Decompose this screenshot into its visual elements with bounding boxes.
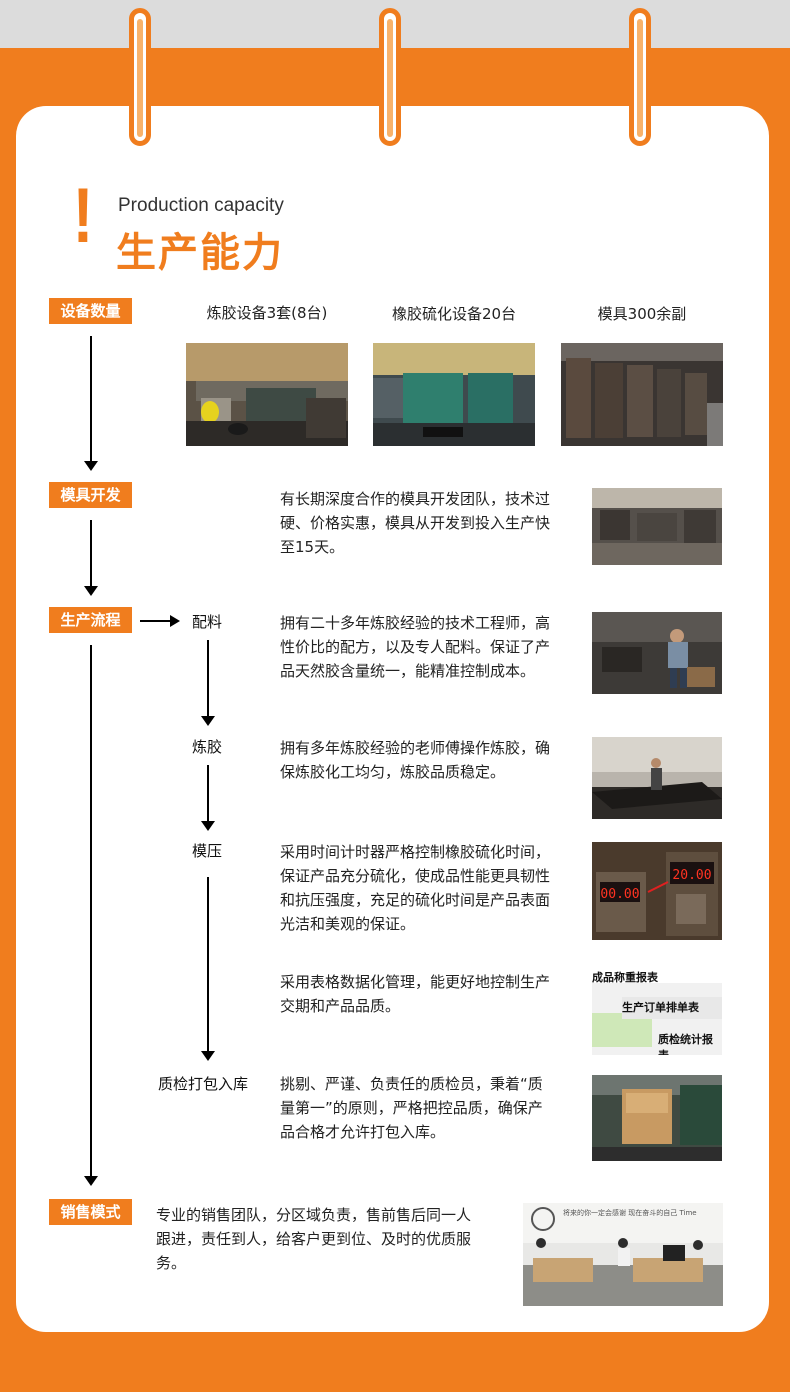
mold-description: 有长期深度合作的模具开发团队，技术过硬、价格实惠，模具从开发到投入生产快至15天…	[280, 490, 551, 556]
step-molding: 模压	[192, 842, 223, 860]
flow-line	[207, 640, 209, 716]
arrow-down-icon	[84, 461, 98, 471]
photo-packing-warehouse	[592, 1075, 722, 1161]
photo-vulcanizing-equipment	[373, 343, 535, 446]
step-batching: 配料	[192, 613, 223, 631]
photo-rubber-mixing	[592, 737, 722, 819]
flow-line	[90, 520, 92, 586]
timer-right-readout: 20.00	[672, 868, 711, 883]
tag-production-process: 生产流程	[49, 607, 132, 633]
sales-description: 专业的销售团队，分区域负责，售前售后同一人跟进，责任到人，给客户更到位、及时的优…	[156, 1206, 472, 1272]
arrow-right-icon	[170, 615, 180, 627]
tag-equipment: 设备数量	[49, 298, 132, 324]
step-mixing: 炼胶	[192, 738, 223, 756]
binder-ring	[629, 8, 651, 146]
office-wall-text: 将来的你一定会感谢 现在奋斗的自己 Time	[563, 1208, 697, 1217]
flow-line	[90, 336, 92, 461]
step-description: 拥有二十多年炼胶经验的技术工程师，高性价比的配方，以及专人配料。保证了产品天然胶…	[280, 614, 551, 680]
photo-molds	[561, 343, 723, 446]
photo-vulcanization-timer: 00.00 20.00	[592, 842, 722, 940]
photo-spreadsheet-reports: 成品称重报表 生产订单排单表 质检统计报表	[592, 967, 722, 1055]
equipment-label: 模具300余副	[597, 305, 687, 323]
tag-sales-model: 销售模式	[49, 1199, 132, 1225]
step-inspection-packing: 质检打包入库	[158, 1075, 249, 1093]
arrow-down-icon	[201, 1051, 215, 1061]
step-description: 拥有多年炼胶经验的老师傅操作炼胶，确保炼胶化工均匀，炼胶品质稳定。	[280, 739, 551, 781]
photo-engineer-batching	[592, 612, 722, 694]
arrow-down-icon	[84, 1176, 98, 1186]
flow-line	[207, 765, 209, 821]
flow-line	[90, 645, 92, 1176]
photo-sales-office: 将来的你一定会感谢 现在奋斗的自己 Time	[523, 1203, 723, 1306]
step-description: 采用时间计时器严格控制橡胶硫化时间，保证产品充分硫化，使成品性能更具韧性和抗压强…	[280, 843, 551, 933]
subtitle-english: Production capacity	[118, 195, 284, 216]
binder-ring	[129, 8, 151, 146]
arrow-down-icon	[84, 586, 98, 596]
sheet-title: 成品称重报表	[592, 971, 658, 984]
arrow-down-icon	[201, 821, 215, 831]
sheet-title: 质检统计报表	[658, 1033, 713, 1055]
sheet-title: 生产订单排单表	[622, 1001, 699, 1014]
tag-mold-development: 模具开发	[49, 482, 132, 508]
flow-line	[207, 877, 209, 1051]
step-description: 采用表格数据化管理，能更好地控制生产交期和产品品质。	[280, 973, 551, 1015]
flow-line	[140, 620, 170, 622]
equipment-label: 炼胶设备3套(8台)	[206, 304, 328, 322]
page-title: 生产能力	[116, 230, 284, 276]
step-description: 挑剔、严谨、负责任的质检员，秉着“质量第一”的原则，严格把控品质，确保产品合格才…	[280, 1075, 543, 1141]
equipment-label: 橡胶硫化设备20台	[391, 305, 517, 323]
photo-mixing-equipment	[186, 343, 348, 446]
binder-ring	[379, 8, 401, 146]
timer-left-readout: 00.00	[600, 887, 639, 902]
exclamation-icon: !	[72, 171, 94, 259]
arrow-down-icon	[201, 716, 215, 726]
photo-mold-workshop	[592, 488, 722, 565]
